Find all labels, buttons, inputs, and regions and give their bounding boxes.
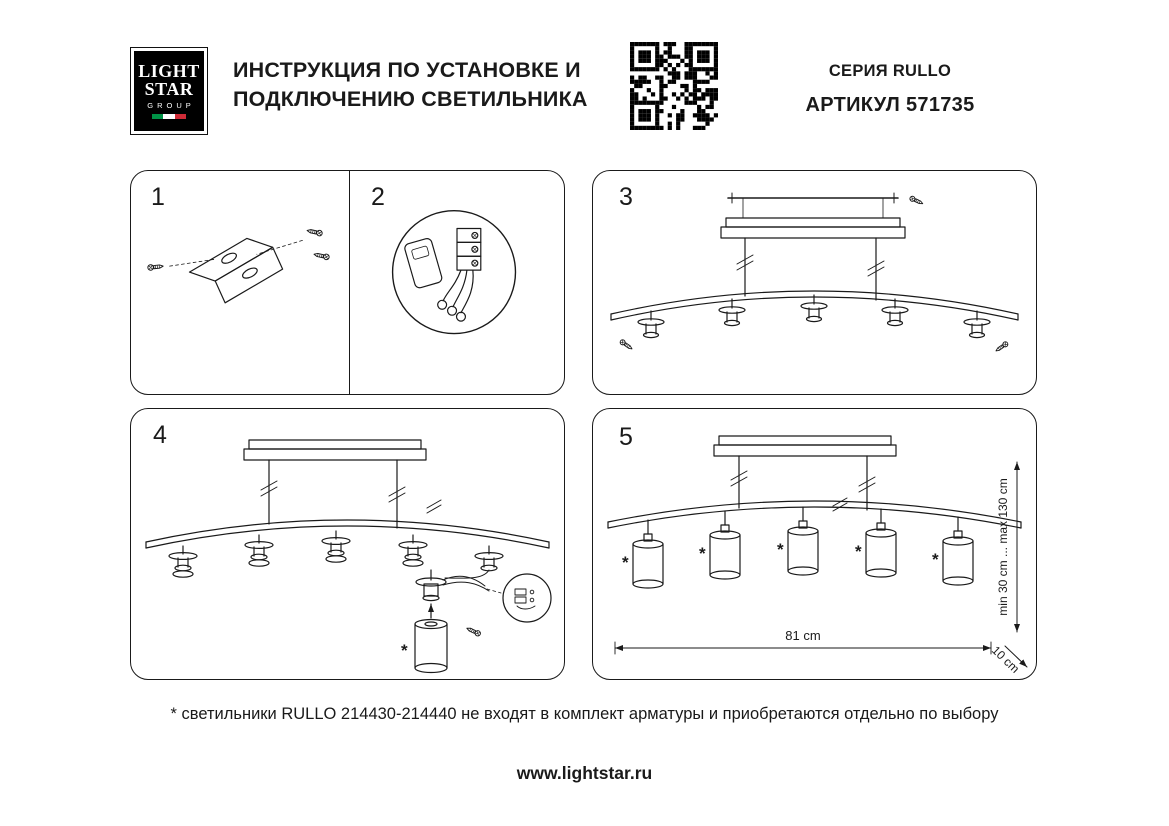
- width-label: 81 cm: [785, 628, 820, 643]
- step-5-panel: 5: [592, 408, 1037, 680]
- curved-track: [607, 500, 1022, 529]
- footnote: * светильники RULLO 214430-214440 не вхо…: [170, 705, 999, 723]
- canopy-plate: [720, 197, 906, 239]
- lamp: [632, 519, 664, 589]
- screw-icon: [146, 262, 165, 272]
- lamp: [942, 516, 974, 586]
- asterisk-mark: *: [932, 550, 939, 569]
- wires: [437, 269, 474, 322]
- asterisk-mark: *: [855, 542, 862, 561]
- socket-hanger: [168, 545, 198, 578]
- step-4-number: 4: [153, 421, 167, 449]
- step-3-panel: 3: [592, 170, 1037, 395]
- screw-icon: [465, 625, 482, 638]
- step-4-panel: 4: [130, 408, 565, 680]
- driver-box: [404, 238, 443, 289]
- lightstar-logo-inner: LIGHT STAR GROUP: [134, 51, 204, 131]
- height-range-label: min 30 cm ... max 130 cm: [996, 478, 1010, 615]
- socket-hanger: [321, 530, 351, 563]
- hanger: [718, 298, 746, 327]
- screw-icon: [312, 250, 331, 261]
- lamp: [787, 506, 819, 576]
- panel-divider: [349, 171, 350, 394]
- hanger: [800, 294, 828, 323]
- product-info: СЕРИЯ RULLO АРТИКУЛ 571735: [780, 62, 1000, 117]
- logo-word-star: STAR: [144, 78, 194, 99]
- hanger: [637, 310, 665, 339]
- screw-icon: [908, 194, 925, 207]
- suspension-rods: [260, 459, 442, 529]
- logo-word-light: LIGHT: [138, 61, 200, 82]
- canopy-plate: [713, 435, 897, 457]
- screw-icon: [305, 227, 324, 237]
- qr-code: [630, 42, 718, 130]
- screw-axis-line: [256, 239, 303, 255]
- title-line-2: ПОДКЛЮЧЕНИЮ СВЕТИЛЬНИКА: [233, 86, 588, 111]
- step-3-number: 3: [619, 183, 633, 211]
- connector-inset-circle: [502, 573, 552, 623]
- step-1-number: 1: [151, 183, 165, 211]
- series-label: СЕРИЯ RULLO: [828, 62, 952, 80]
- asterisk-mark: *: [401, 641, 408, 660]
- asterisk-mark: *: [777, 540, 784, 559]
- page-title: ИНСТРУКЦИЯ ПО УСТАНОВКЕ И ПОДКЛЮЧЕНИЮ СВ…: [233, 56, 588, 114]
- title-line-1: ИНСТРУКЦИЯ ПО УСТАНОВКЕ И: [233, 58, 581, 82]
- suspension-rods: [736, 237, 885, 301]
- curved-track: [145, 519, 550, 549]
- asterisk-mark: *: [622, 553, 629, 572]
- steps-1-2-panel: 1 2: [130, 170, 565, 395]
- step-5-number: 5: [619, 423, 633, 451]
- socket-hanger: [398, 534, 428, 567]
- mounting-bracket: [188, 237, 284, 304]
- ceiling-bar: [727, 192, 925, 207]
- lamp-shade: [414, 618, 448, 674]
- width-dimension: 81 cm: [614, 628, 992, 655]
- step-4-illustration-sockets: *: [145, 439, 552, 674]
- screw-icon: [994, 340, 1010, 354]
- depth-dimension: 10 cm: [989, 643, 1028, 676]
- step-2-illustration-wiring: [391, 209, 517, 335]
- lamp: [865, 508, 897, 578]
- terminal-block: [456, 227, 482, 271]
- screw-icon: [618, 338, 634, 352]
- depth-label: 10 cm: [989, 643, 1022, 676]
- step-3-illustration-track-mount: [610, 192, 1019, 354]
- asterisk-mark: *: [699, 544, 706, 563]
- height-dimension: min 30 cm ... max 130 cm: [996, 461, 1020, 633]
- website-url: www.lightstar.ru: [516, 763, 653, 783]
- mini-terminal: [514, 588, 536, 610]
- hanger: [963, 310, 991, 339]
- hanger: [881, 298, 909, 327]
- step-5-illustration-assembled: * * * * * 81 cm min 30 cm ... max 130 cm…: [607, 435, 1028, 676]
- lamp-connection-detail: *: [401, 569, 552, 674]
- step-1-illustration-bracket: [146, 227, 331, 304]
- lightstar-logo: LIGHT STAR GROUP: [130, 47, 208, 135]
- logo-word-group: GROUP: [147, 100, 195, 110]
- suspension-rods: [730, 455, 876, 512]
- lamp: [709, 510, 741, 580]
- article-label: АРТИКУЛ 571735: [805, 94, 975, 116]
- step-2-number: 2: [371, 183, 385, 211]
- socket-hanger: [244, 534, 274, 567]
- canopy-plate: [243, 439, 427, 461]
- screw-axis-line: [169, 258, 216, 267]
- italian-flag: [152, 113, 186, 119]
- socket-hanger: [474, 545, 504, 572]
- detail-circle: [391, 209, 517, 335]
